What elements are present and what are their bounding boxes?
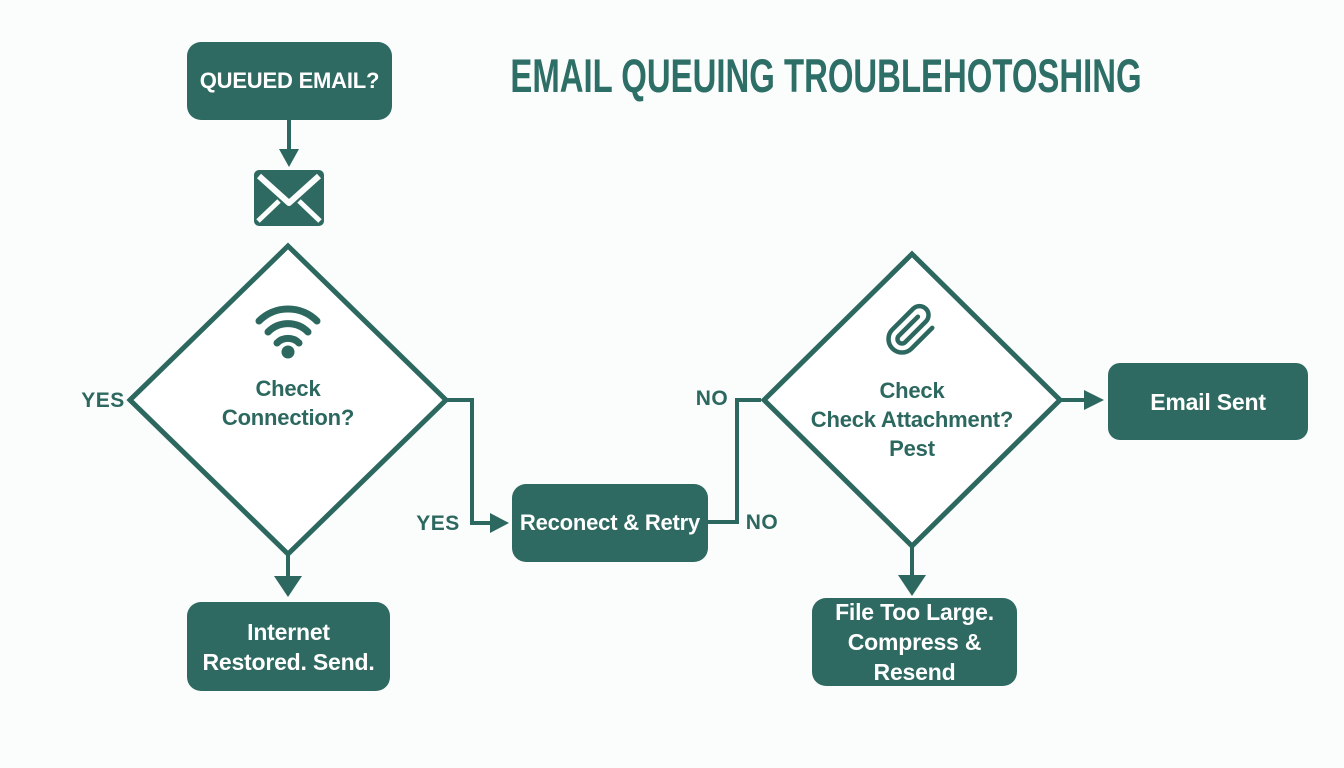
arrow-attachment-to-sent: [1060, 390, 1104, 410]
wifi-icon: [255, 305, 321, 359]
decision-check-attachment-label: Check Check Attachment? Pest: [792, 376, 1032, 463]
page-title: EMAIL QUEUING TROUBLEHOTOSHING: [510, 49, 1142, 102]
node-queued-email: QUEUED EMAIL?: [187, 42, 392, 120]
arrow-start-to-envelope: [279, 120, 299, 167]
node-label: Reconect & Retry: [519, 510, 701, 535]
arrow-connection-to-restored: [274, 554, 302, 597]
node-line: Internet: [247, 618, 330, 645]
arrow-attachment-to-compress: [898, 546, 926, 596]
node-reconnect-retry: Reconect & Retry: [512, 484, 708, 562]
node-file-too-large: File Too Large. Compress & Resend: [812, 598, 1017, 686]
envelope-icon: [254, 170, 324, 226]
edge-label-yes-left: YES: [81, 389, 125, 412]
decision-line: Pest: [889, 436, 935, 461]
connector-retry-to-attachment: [708, 398, 761, 524]
decision-line: Check Attachment?: [810, 407, 1014, 432]
node-label: QUEUED EMAIL?: [199, 68, 380, 93]
decision-line: Connection?: [221, 405, 355, 430]
node-line: Restored. Send.: [202, 648, 375, 675]
edge-label-yes-mid: YES: [416, 512, 460, 535]
node-label: Email Sent: [1150, 388, 1266, 415]
decision-line: Check: [879, 378, 945, 403]
node-line: File Too Large.: [835, 599, 994, 625]
edge-label-no-top: NO: [695, 387, 729, 410]
paperclip-icon: [886, 303, 935, 355]
edge-label-no-bottom: NO: [745, 511, 779, 534]
node-email-sent: Email Sent: [1108, 363, 1308, 440]
arrow-connection-yes-to-retry: [446, 398, 509, 533]
node-line: Compress & Resend: [847, 629, 982, 685]
node-internet-restored: Internet Restored. Send.: [187, 602, 390, 691]
decision-line: Check: [255, 376, 321, 401]
decision-check-connection-label: Check Connection?: [188, 374, 388, 432]
